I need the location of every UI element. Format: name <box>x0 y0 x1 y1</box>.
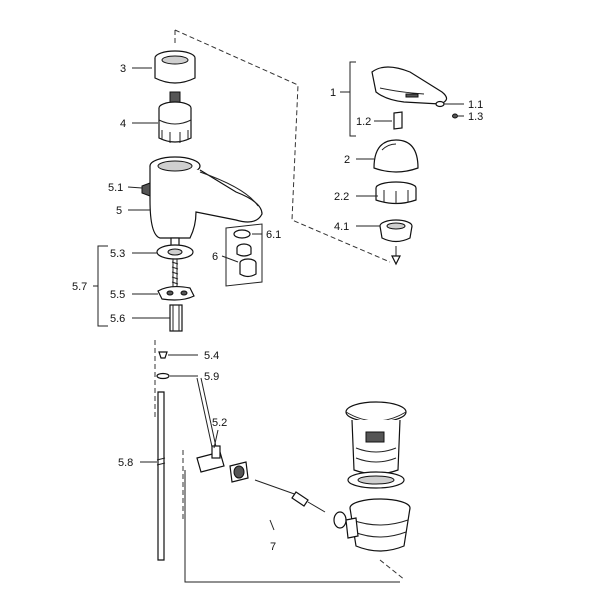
part-labels: 3 4 5.1 5 5.3 5.7 5.5 5.6 5.4 5.9 5.2 5.… <box>72 63 483 553</box>
label-5-1: 5.1 <box>108 182 123 194</box>
label-7: 7 <box>270 541 276 553</box>
part-2-2-ring <box>375 181 417 205</box>
label-2-2: 2.2 <box>334 191 349 203</box>
label-1-3: 1.3 <box>468 111 483 123</box>
part-5-spout-body <box>141 156 263 247</box>
drain-assembly <box>345 401 411 552</box>
dashed-guide-lines <box>154 29 406 581</box>
part-6-aerator <box>225 223 263 287</box>
part-5-5-plate <box>157 285 195 301</box>
part-5-4-screw <box>158 351 168 359</box>
part-5-6-nut <box>169 304 183 332</box>
label-3: 3 <box>120 63 126 75</box>
label-5-5: 5.5 <box>110 289 125 301</box>
part-5-9-oring <box>156 372 170 380</box>
label-4-1: 4.1 <box>334 221 349 233</box>
part-1-lever-handle <box>371 66 458 130</box>
label-5: 5 <box>116 205 122 217</box>
part-5-8-lift-rod <box>156 391 166 561</box>
label-5-6: 5.6 <box>110 313 125 325</box>
part-4-cartridge <box>158 91 192 143</box>
part-3-cap-ring <box>154 50 196 84</box>
part-2-dome-cover <box>373 139 419 173</box>
label-1-2: 1.2 <box>356 116 371 128</box>
label-6: 6 <box>212 251 218 263</box>
label-5-8: 5.8 <box>118 457 133 469</box>
label-5-3: 5.3 <box>110 248 125 260</box>
label-1-1: 1.1 <box>468 99 483 111</box>
label-5-9: 5.9 <box>204 371 219 383</box>
label-5-2: 5.2 <box>212 417 227 429</box>
part-4-1-adapter <box>379 219 413 266</box>
label-5-7: 5.7 <box>72 281 87 293</box>
label-1: 1 <box>330 87 336 99</box>
label-4: 4 <box>120 118 126 130</box>
leader-lines <box>127 67 464 531</box>
part-5-3-washer <box>156 244 194 260</box>
label-6-1: 6.1 <box>266 229 281 241</box>
label-5-4: 5.4 <box>204 350 219 362</box>
part-5-2-pivot-rod <box>196 377 225 473</box>
part-7-drain-linkage <box>229 461 347 529</box>
label-2: 2 <box>344 154 350 166</box>
